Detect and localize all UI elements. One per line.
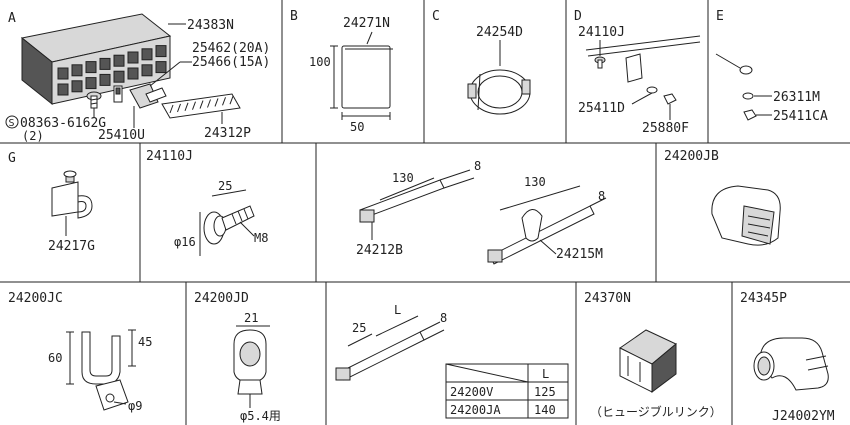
cable-tie-1-illustration — [359, 169, 475, 223]
panel-letter-c: C — [432, 9, 440, 24]
panel-letter-g: G — [8, 151, 16, 166]
elbow-boot-illustration — [753, 337, 829, 391]
table-header-l: L — [542, 367, 549, 381]
panel-letter-a: A — [8, 11, 16, 26]
dimension-jc-height-45: 45 — [138, 335, 152, 349]
band-clamp-illustration — [467, 69, 531, 115]
table-row-length: 125 — [534, 385, 556, 399]
grommet-illustration — [711, 185, 781, 246]
part-number-24217g: 24217G — [48, 239, 95, 254]
part-number-24271n: 24271N — [343, 16, 390, 31]
panel-letter-e: E — [716, 9, 724, 24]
panel-b: B 24271N 100 50 — [290, 9, 393, 134]
dimension-jc-height-60: 60 — [48, 351, 62, 365]
panel-tie-table: 25 L 8 L 24200V 125 24200JA 140 — [335, 303, 569, 419]
part-number-24254d: 24254D — [476, 25, 523, 40]
part-number-24312p: 24312P — [204, 126, 251, 141]
pad-illustration — [341, 45, 391, 109]
dimension-tie1-length: 130 — [392, 171, 414, 185]
cable-tie-3-illustration — [335, 321, 445, 381]
panel-d: D 24110J 25411D 25880F — [574, 9, 701, 136]
fuse-block-illustration — [20, 13, 172, 106]
dimension-jc-hole: φ9 — [128, 399, 142, 413]
panel-p: 24345P — [740, 291, 829, 391]
part-number-25410u: 25410U — [98, 128, 145, 143]
dimension-bolt-length: 25 — [218, 179, 232, 193]
panel-e: E 26311M 25411CA — [715, 9, 828, 124]
panel-cable-ties: 130 8 24212B 130 8 24215M — [356, 159, 607, 265]
part-number-bolt: 24110J — [146, 149, 193, 164]
part-number-25411ca: 25411CA — [773, 109, 828, 124]
cable-tie-2-illustration — [487, 197, 607, 265]
fuse-clip-illustration — [113, 61, 192, 109]
panel-jc: 24200JC 60 45 φ9 — [8, 291, 152, 413]
part-number-25411d: 25411D — [578, 101, 625, 116]
table-row-length: 140 — [534, 403, 556, 417]
hook-bracket-illustration — [51, 170, 93, 219]
bolt-illustration — [203, 205, 255, 245]
part-number-26311m: 26311M — [773, 90, 820, 105]
part-number-24200jb: 24200JB — [664, 149, 719, 164]
diagram-code: J24002YM — [772, 409, 835, 424]
part-number-24383n: 24383N — [187, 18, 234, 33]
panel-letter-b: B — [290, 9, 298, 24]
panel-letter-d: D — [574, 9, 582, 24]
s-symbol-letter: S — [9, 118, 15, 129]
dimension-jd-hole: φ5.4用 — [240, 409, 281, 423]
table-row-part: 24200V — [450, 385, 493, 399]
part-number-24200jc: 24200JC — [8, 291, 63, 306]
u-bracket-illustration — [81, 331, 129, 411]
clip-clamp-illustration — [233, 329, 267, 395]
dimension-height: 100 — [309, 55, 331, 69]
panel-jd: 24200JD 21 φ5.4用 — [194, 291, 281, 423]
part-number-24345p: 24345P — [740, 291, 787, 306]
bolt-thread-spec: M8 — [254, 231, 268, 245]
table-row-part: 24200JA — [450, 403, 501, 417]
part-number-24200jd: 24200JD — [194, 291, 249, 306]
part-number-25462: 25462(20A) — [192, 41, 270, 56]
dimension-jd-width: 21 — [244, 311, 258, 325]
panel-n: 24370N （ヒュージブルリンク） — [584, 291, 722, 419]
screw-quantity: (2) — [22, 129, 44, 143]
part-number-24110j: 24110J — [578, 25, 625, 40]
screw-illustration — [86, 91, 102, 109]
part-number-25880f: 25880F — [642, 121, 689, 136]
ground-terminal-illustration — [715, 53, 757, 121]
dimension-tie3-25: 25 — [352, 321, 366, 335]
part-number-08363-6162g: 08363-6162G — [20, 116, 106, 131]
dimension-tie1-width: 8 — [474, 159, 481, 173]
dimension-width: 50 — [350, 120, 364, 134]
dimension-tie3-l: L — [394, 303, 401, 317]
dimension-tie3-8: 8 — [440, 311, 447, 325]
dimension-tie2-width: 8 — [598, 189, 605, 203]
bracket-illustration — [585, 35, 701, 105]
dimension-tie2-length: 130 — [524, 175, 546, 189]
part-number-25466: 25466(15A) — [192, 55, 270, 70]
panel-a: A 24383N 25462(20A) 25466(15A) — [5, 11, 270, 143]
panel-jb: 24200JB — [664, 149, 781, 246]
part-number-24215m: 24215M — [556, 247, 603, 262]
panel-bolt: 24110J 25 φ16 M8 — [146, 149, 268, 256]
fusible-link-note: （ヒュージブルリンク） — [590, 404, 722, 419]
part-number-24212b: 24212B — [356, 243, 403, 258]
dimension-bolt-diameter: φ16 — [174, 235, 196, 249]
length-table: L 24200V 125 24200JA 140 — [445, 363, 569, 419]
s-symbol-icon — [5, 115, 19, 129]
panel-g: G 24217G — [8, 151, 95, 254]
panel-c: C 24254D — [432, 9, 531, 115]
fusible-link-connector-illustration — [619, 329, 677, 393]
label-strip-illustration — [161, 93, 241, 119]
part-number-24370n: 24370N — [584, 291, 631, 306]
